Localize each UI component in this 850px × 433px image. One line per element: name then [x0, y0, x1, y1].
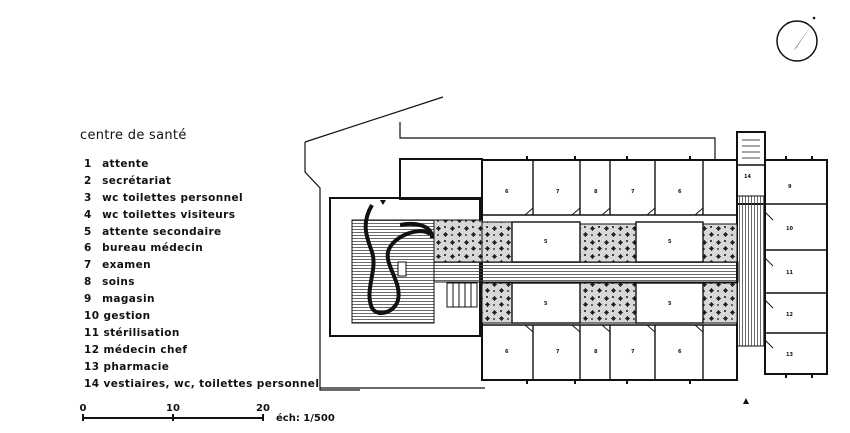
room-number: 7 — [556, 349, 560, 355]
scale-ratio: éch: 1/500 — [276, 413, 335, 424]
room-number: 14 — [744, 174, 751, 180]
room-number: 7 — [556, 189, 560, 195]
scale-bar: 0 10 20 — [80, 403, 270, 427]
room-number: 5 — [544, 239, 548, 245]
room-number: 6 — [505, 189, 509, 195]
site-boundary — [304, 96, 716, 391]
room-number: 5 — [668, 301, 672, 307]
right-wing-rooms — [737, 164, 827, 334]
room-number: 7 — [631, 349, 635, 355]
legend-item: 6 bureau médecin — [84, 242, 204, 255]
scale-tick — [172, 414, 174, 421]
legend-item: 10 gestion — [84, 310, 151, 323]
room-number: 9 — [788, 184, 792, 190]
legend-list: 1 attente 2 secrétariat 3 wc toilettes p… — [84, 156, 319, 392]
room-number: 12 — [786, 312, 793, 318]
upper-rooms — [482, 160, 737, 263]
central-corridor — [433, 261, 739, 283]
curved-bench — [363, 203, 432, 316]
legend-item: 13 pharmacie — [84, 360, 170, 373]
lower-rooms — [482, 282, 737, 380]
room-number: 10 — [786, 226, 793, 232]
entrance-marker-south — [743, 398, 749, 404]
room-number: 6 — [505, 349, 509, 355]
legend-item: 14 vestiaires, wc, toilettes personnel — [84, 377, 320, 390]
legend-item: 4 wc toilettes visiteurs — [84, 208, 236, 221]
legend-item: 2 secrétariat — [84, 174, 172, 187]
legend-item: 8 soins — [84, 276, 135, 289]
scale-label-0: 0 — [79, 403, 87, 414]
cross-corridor — [736, 195, 766, 347]
legend-item: 9 magasin — [84, 293, 155, 306]
garden-patios — [433, 219, 738, 324]
legend-item: 1 attente — [84, 158, 149, 170]
tower-stair — [742, 139, 760, 159]
entrance-marker — [380, 200, 386, 205]
scale-tick — [262, 414, 264, 421]
legend-item: 11 stérilisation — [84, 326, 180, 339]
room-number: 13 — [786, 352, 793, 358]
room-number: 8 — [594, 349, 598, 355]
room-number: 5 — [668, 239, 672, 245]
room-number: 11 — [786, 270, 793, 276]
north-arrow-icon — [776, 16, 818, 62]
legend-item: 3 wc toilettes personnel — [84, 191, 244, 204]
door-swings — [524, 207, 774, 349]
room-number: 6 — [678, 189, 682, 195]
room-number: 7 — [631, 189, 635, 195]
room-number: 6 — [678, 349, 682, 355]
stairs — [446, 282, 478, 308]
room-number: 5 — [544, 301, 548, 307]
room-number: 8 — [594, 189, 598, 195]
scale-label-10: 10 — [166, 403, 180, 414]
scale-label-20: 20 — [256, 403, 270, 414]
legend-item: 5 attente secondaire — [84, 225, 222, 238]
legend-item: 7 examen — [84, 259, 151, 272]
scale-tick — [82, 414, 84, 421]
legend-item: 12 médecin chef — [84, 343, 188, 356]
page-title: centre de santé — [80, 128, 187, 143]
structure-columns — [526, 156, 813, 384]
